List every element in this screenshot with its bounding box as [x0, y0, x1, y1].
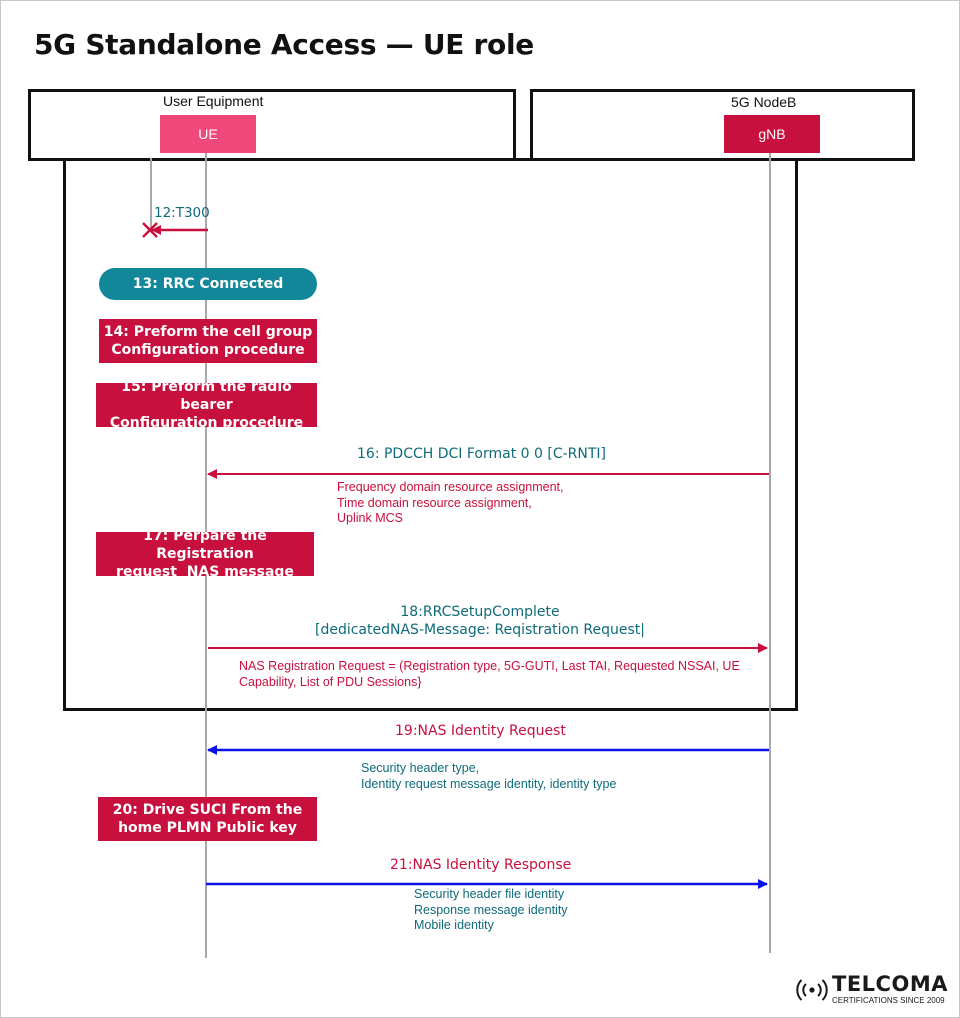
- cell-group-line-2: Configuration procedure: [111, 342, 305, 358]
- prepare-registration-line-1: 17: Perpare the Registration: [143, 528, 267, 562]
- derive-suci-line-2: home PLMN Public key: [118, 820, 297, 836]
- prepare-registration-line-2: request NAS message: [116, 564, 294, 580]
- identity-response-note-line-2: Response message identity: [414, 902, 568, 917]
- identity-request-note-line-2: Identity request message identity, ident…: [361, 776, 617, 791]
- nas-identity-response-note: Security header file identity Response m…: [414, 887, 568, 934]
- rrc-setup-complete-line-1: 18:RRCSetupComplete: [400, 604, 560, 620]
- signal-icon: [796, 979, 828, 1001]
- rrc-connected-label: 13: RRC Connected: [132, 276, 284, 292]
- nas-identity-response-label: 21:NAS Identity Response: [390, 857, 572, 873]
- radio-bearer-config-step: 15: Preform the radio bearer Configurati…: [96, 379, 317, 431]
- cell-group-line-1: 14: Preform the cell group: [103, 324, 313, 340]
- rrc-setup-complete-label: 18:RRCSetupComplete [dedicatedNAS-Messag…: [300, 603, 660, 639]
- logo-tagline: CERTIFICATIONS SINCE 2009: [832, 996, 945, 1005]
- identity-response-note-line-1: Security header file identity: [414, 887, 565, 901]
- gnodeb-label: 5G NodeB: [731, 94, 797, 110]
- telcoma-logo: TELCOMA CERTIFICATIONS SINCE 2009: [795, 972, 948, 1008]
- prepare-registration-step: 17: Perpare the Registration request NAS…: [96, 528, 314, 580]
- nas-registration-note-line-1: NAS Registration Request = (Registration…: [239, 659, 740, 673]
- gnb-lifeline: [769, 153, 771, 953]
- gnb-actor: gNB: [724, 115, 820, 153]
- radio-bearer-line-1: 15: Preform the radio bearer: [121, 379, 292, 413]
- pdcch-note-line-2: Time domain resource assignment,: [337, 495, 532, 510]
- nas-registration-note-line-2: Capability, List of PDU Sessions}: [239, 674, 422, 689]
- identity-request-note-line-1: Security header type,: [361, 761, 480, 775]
- timer-lifeline: [150, 158, 152, 230]
- logo-name: TELCOMA: [832, 972, 948, 996]
- rrc-setup-complete-line-2: [dedicatedNAS-Message: Reqistration Requ…: [315, 622, 645, 638]
- nas-identity-request-note: Security header type, Identity request m…: [361, 761, 616, 792]
- radio-bearer-line-2: Configuration procedure: [109, 415, 304, 431]
- pdcch-label: 16: PDCCH DCI Format 0 0 [C-RNTI]: [357, 446, 606, 462]
- identity-response-note-line-3: Mobile identity: [414, 918, 494, 932]
- derive-suci-line-1: 20: Drive SUCI From the: [112, 802, 303, 818]
- user-equipment-label: User Equipment: [163, 93, 264, 109]
- page-title: 5G Standalone Access — UE role: [34, 28, 534, 61]
- pdcch-note-line-1: Frequency domain resource assignment,: [337, 480, 564, 494]
- derive-suci-step: 20: Drive SUCI From the home PLMN Public…: [98, 797, 317, 841]
- rrc-connected-state: 13: RRC Connected: [99, 268, 317, 300]
- cell-group-config-step: 14: Preform the cell group Configuration…: [99, 319, 317, 363]
- t300-cross-icon: [142, 222, 158, 238]
- nas-registration-note: NAS Registration Request = (Registration…: [239, 659, 740, 690]
- nas-identity-request-label: 19:NAS Identity Request: [395, 723, 566, 739]
- user-equipment-box: [28, 89, 516, 161]
- pdcch-note-line-3: Uplink MCS: [337, 511, 403, 525]
- ue-inner-frame: [63, 158, 798, 711]
- pdcch-note: Frequency domain resource assignment, Ti…: [337, 480, 564, 527]
- t300-label: 12:T300: [154, 205, 210, 221]
- ue-actor: UE: [160, 115, 256, 153]
- gnodeb-box: [530, 89, 915, 161]
